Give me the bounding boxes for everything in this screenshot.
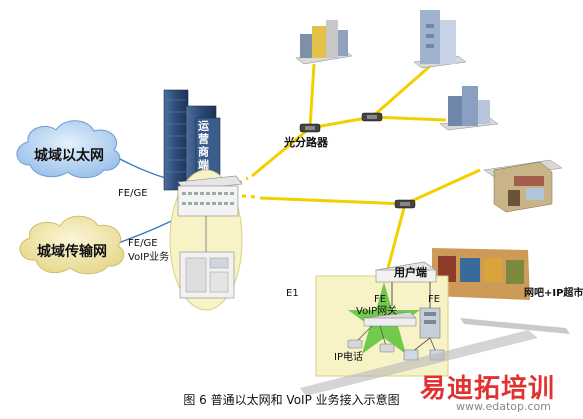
- label-fe-ge-bottom: FE/GE: [128, 238, 158, 249]
- cafe-market-label: 网吧+IP超市: [524, 286, 583, 299]
- cloud-metro-ethernet: 城域以太网: [16, 120, 121, 179]
- building-1: [295, 20, 353, 65]
- fiber-links: [237, 58, 481, 269]
- figure-caption: 图 6 普通以太网和 VoIP 业务接入示意图: [183, 393, 400, 407]
- voip-gateway-device: [363, 311, 417, 327]
- splitter-3: [394, 199, 416, 209]
- label-fe-left: FE: [374, 294, 386, 305]
- voip-gateway-label: VoIP网关: [356, 304, 397, 317]
- optical-splitter-label: 光分路器: [283, 135, 329, 149]
- label-voip-service: VoIP业务: [128, 250, 169, 263]
- label-fe-right: FE: [428, 294, 440, 305]
- ip-phone-label: IP电话: [334, 350, 363, 363]
- cloud-metro-transport: 城域传输网: [19, 215, 125, 275]
- watermark-brand: 易迪拓培训: [420, 374, 556, 404]
- cloud-label-transport: 城域传输网: [37, 243, 107, 260]
- splitter-2: [361, 112, 383, 122]
- label-fe-ge-top: FE/GE: [118, 188, 148, 199]
- building-2: [413, 10, 467, 69]
- splitter-1: [299, 123, 321, 133]
- cafe-market-strip: [432, 248, 570, 334]
- watermark-url: www.edatop.com: [456, 400, 551, 413]
- user-end-label: 用户端: [394, 265, 427, 279]
- olt-chassis: [177, 175, 243, 299]
- user-end-device: [375, 261, 437, 283]
- ip-phone-icon: [347, 339, 395, 353]
- server-device: [419, 307, 441, 339]
- shadow-arrow: [300, 330, 538, 396]
- building-3: [439, 86, 499, 131]
- phones-and-pcs: [355, 325, 437, 353]
- building-4-shop: [483, 159, 563, 213]
- label-e1: E1: [286, 288, 299, 299]
- tower-label: 运营商端局: [197, 120, 211, 185]
- cloud-label-ethernet: 城域以太网: [34, 147, 104, 164]
